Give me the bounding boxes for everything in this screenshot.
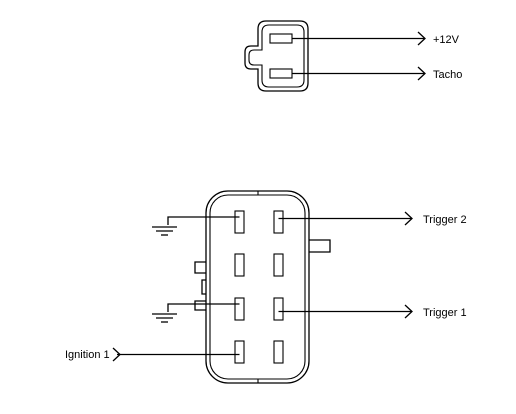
wire-trigger1 (278, 304, 413, 319)
tacho-arrow-icon (417, 66, 426, 81)
trigger2-arrow-icon (404, 211, 413, 226)
pin-2-left (234, 253, 245, 277)
wire-ground-lower (152, 303, 240, 323)
left-key-tab-bottom (194, 300, 206, 311)
pin-3-right (273, 297, 284, 321)
left-key-tab-lower (201, 279, 206, 295)
wire-ground-upper (152, 216, 240, 236)
ignition1-arrow-icon (112, 347, 121, 362)
two-pin-connector (244, 20, 309, 92)
pin-tacho (269, 68, 293, 79)
pin-4-right (273, 340, 284, 364)
pin-3-left (234, 297, 245, 321)
two-pin-connector-inner-shell (248, 24, 305, 88)
eight-pin-connector-inner-shell (209, 194, 306, 380)
pin-2-right (273, 253, 284, 277)
two-pin-connector-outer-shell (244, 20, 309, 92)
ignition1-label: Ignition 1 (65, 349, 110, 361)
wire-ignition1 (112, 347, 240, 362)
trigger1-label: Trigger 1 (423, 307, 467, 319)
eight-pin-connector (194, 190, 331, 384)
ground-lower-icon (152, 313, 177, 323)
wire-plus12v (292, 31, 426, 46)
left-key-tab-upper (194, 261, 206, 274)
pin-4-left (234, 340, 245, 364)
wire-tacho (292, 66, 426, 81)
ground-upper-icon (152, 226, 177, 236)
pin-1-left (234, 210, 245, 234)
pin-plus12v (269, 33, 293, 44)
trigger1-arrow-icon (404, 304, 413, 319)
plus12v-label: +12V (433, 34, 460, 46)
pin-1-right (273, 210, 284, 234)
tacho-label: Tacho (433, 69, 462, 81)
trigger2-label: Trigger 2 (423, 214, 467, 226)
right-key-tab (309, 239, 331, 253)
wire-trigger2 (278, 211, 413, 226)
plus12v-arrow-icon (417, 31, 426, 46)
